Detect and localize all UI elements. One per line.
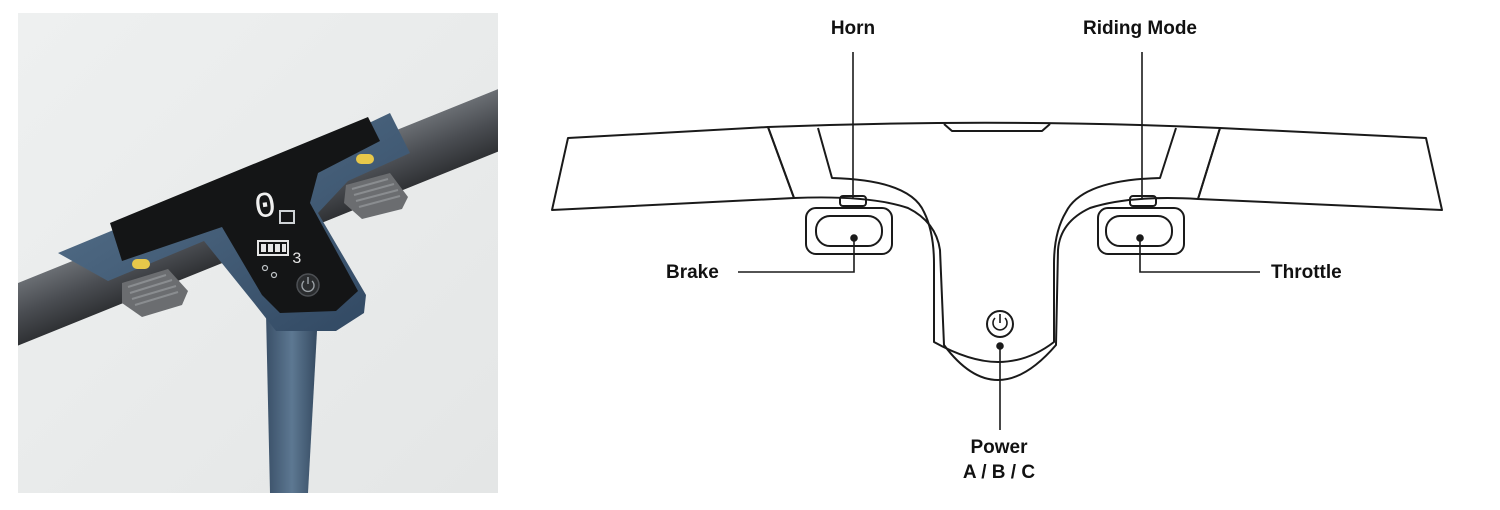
brake-leader (738, 238, 855, 273)
power-modes-label: A / B / C (962, 462, 1036, 483)
mode-dot (261, 264, 269, 272)
handlebar-diagram: Horn Riding Mode Brake Throttle Power A … (520, 0, 1500, 505)
throttle-lever[interactable] (1097, 207, 1185, 255)
indicator-light (132, 259, 150, 269)
indicator-light (356, 154, 374, 164)
right-grip-outline (1197, 127, 1443, 211)
central-housing-outline (767, 121, 1221, 381)
power-icon[interactable] (296, 273, 320, 297)
display-outline (817, 127, 1177, 363)
top-notch (943, 123, 1051, 132)
power-icon[interactable] (986, 310, 1014, 338)
throttle-lever-pad[interactable] (1105, 215, 1173, 247)
horn-label: Horn (830, 18, 876, 39)
brake-label: Brake (666, 262, 719, 283)
mode-digit: 3 (292, 250, 302, 268)
battery-icon (257, 240, 289, 256)
unit-indicator (279, 210, 295, 224)
power-leader-dot (996, 342, 1004, 350)
brake-paddle[interactable] (122, 269, 188, 317)
throttle-label: Throttle (1271, 262, 1342, 283)
riding-mode-button[interactable] (1129, 195, 1157, 207)
riding-mode-label: Riding Mode (1083, 18, 1197, 39)
throttle-leader (1139, 238, 1260, 273)
stem (266, 313, 318, 493)
throttle-leader-dot (1136, 234, 1144, 242)
display-panel (110, 117, 380, 313)
brake-lever-pad[interactable] (815, 215, 883, 247)
mode-dot (270, 271, 278, 279)
brake-lever[interactable] (805, 207, 893, 255)
handlebar-photo: 0 3 (18, 13, 498, 493)
throttle-paddle[interactable] (344, 173, 408, 219)
left-grip-outline (551, 126, 795, 211)
brake-leader-dot (850, 234, 858, 242)
power-label: Power (970, 437, 1028, 458)
